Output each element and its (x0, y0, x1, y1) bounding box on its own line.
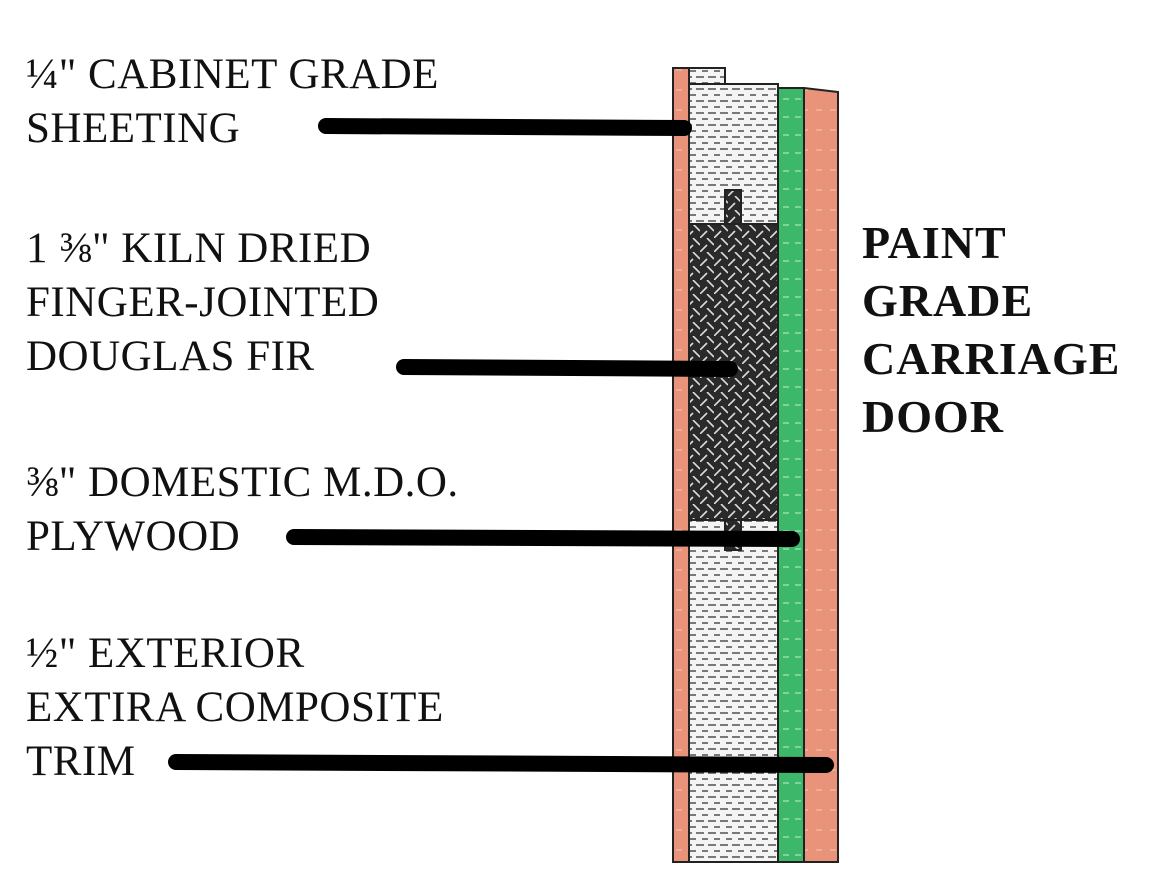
label-cabinet-sheeting: ¼" CABINET GRADE SHEETING (26, 48, 439, 156)
inner-trim-strip (672, 67, 690, 863)
leader-fir (396, 359, 738, 377)
leader-plywood (286, 529, 800, 547)
label-line: DOUGLAS FIR (26, 333, 315, 380)
label-line: ⅜" DOMESTIC M.D.O. (26, 459, 459, 506)
sheeting-notch (688, 67, 726, 85)
leader-sheeting (318, 118, 692, 136)
title-line: GRADE (862, 275, 1034, 326)
exterior-trim-layer (803, 86, 839, 863)
label-composite-trim: ½" EXTERIOR EXTIRA COMPOSITE TRIM (26, 627, 444, 789)
label-line: ¼" CABINET GRADE (26, 51, 439, 98)
label-line: SHEETING (26, 105, 241, 152)
label-line: FINGER-JOINTED (26, 279, 380, 326)
leader-trim (168, 754, 834, 773)
label-douglas-fir: 1 ⅜" KILN DRIED FINGER-JOINTED DOUGLAS F… (26, 222, 379, 384)
fir-tongue-top (724, 189, 742, 225)
label-line: ½" EXTERIOR (26, 630, 305, 677)
diagram-title: PAINT GRADE CARRIAGE DOOR (862, 214, 1120, 446)
title-line: CARRIAGE (862, 333, 1121, 384)
title-line: DOOR (862, 391, 1004, 442)
title-line: PAINT (862, 217, 1007, 268)
label-line: EXTIRA COMPOSITE (26, 684, 444, 731)
plywood-layer (777, 87, 805, 863)
label-mdo-plywood: ⅜" DOMESTIC M.D.O. PLYWOOD (26, 456, 459, 564)
label-line: TRIM (26, 738, 136, 785)
label-line: 1 ⅜" KILN DRIED (26, 225, 372, 272)
label-line: PLYWOOD (26, 513, 241, 560)
